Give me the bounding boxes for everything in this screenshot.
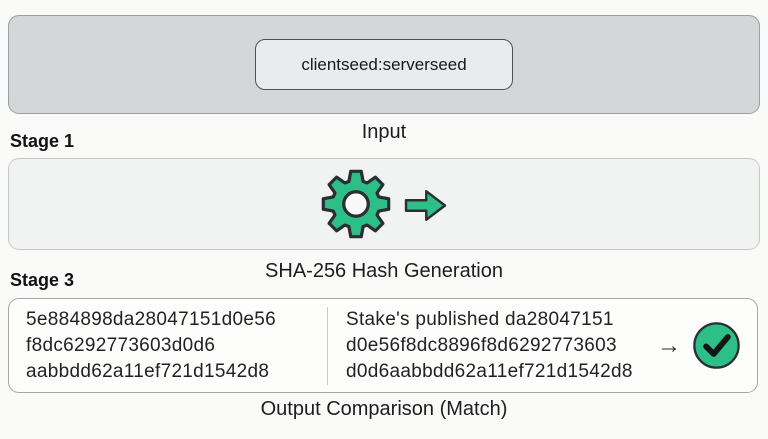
published-hash-line: d0e56f8dc8896f8d6292773603 (346, 334, 617, 356)
column-divider (327, 306, 328, 385)
stage3-label: Stage 3 (10, 270, 75, 290)
check-circle-icon (693, 322, 740, 369)
computed-hash-line: aabbdd62a11ef721d1542d8 (26, 360, 270, 382)
seed-text: clientseed:serverseed (301, 54, 467, 74)
computed-hash-text: 5e884898da28047151d0e56 f8dc6292773603d0… (26, 307, 327, 385)
published-hash-line: d0d6aabbdd62a11ef721d1542d8 (346, 360, 633, 382)
computed-hash-line: f8dc6292773603d0d6 (26, 334, 216, 356)
input-caption: Input (361, 121, 407, 143)
output-comparison-caption: Output Comparison (Match) (260, 398, 508, 420)
hash-generation-box (8, 158, 760, 250)
output-comparison-box: 5e884898da28047151d0e56 f8dc6292773603d0… (8, 298, 758, 393)
published-hash-line: Stake's published da28047151 (346, 308, 614, 330)
computed-hash-line: 5e884898da28047151d0e56 (26, 308, 276, 330)
stage1-label: Stage 1 (10, 131, 75, 151)
input-stage-box: clientseed:serverseed (8, 15, 760, 114)
gear-icon (321, 169, 391, 239)
published-hash-text: Stake's published da28047151 d0e56f8dc88… (346, 307, 653, 385)
hash-generation-caption: SHA-256 Hash Generation (265, 260, 503, 282)
arrow-right-icon (404, 189, 447, 221)
seed-input-field: clientseed:serverseed (255, 39, 513, 90)
comparison-arrow-icon: → (657, 331, 681, 359)
